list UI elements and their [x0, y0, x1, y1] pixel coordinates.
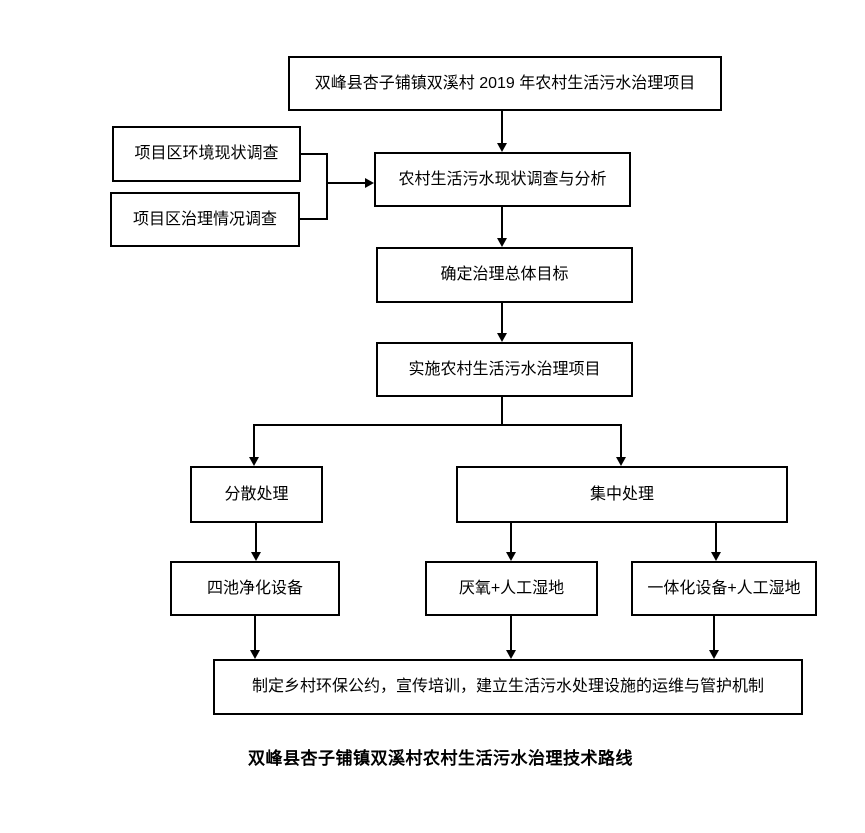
arrowhead-anaerobic-to-mechanism: [506, 650, 516, 659]
node-implement: 实施农村生活污水治理项目: [376, 342, 633, 397]
connector-integrated-to-mechanism-line: [713, 616, 715, 650]
connector-implement-stem-line: [501, 397, 503, 426]
arrowhead-goal-to-implement: [497, 333, 507, 342]
connector-project-to-analysis-line: [501, 111, 503, 143]
connector-env-survey-branch-line: [301, 153, 327, 155]
arrowhead-integrated-to-mechanism: [709, 650, 719, 659]
connector-analysis-to-goal-line: [501, 207, 503, 238]
node-anaerobic-wetland: 厌氧+人工湿地: [425, 561, 598, 616]
arrowhead-centralized-to-integrated: [711, 552, 721, 561]
connector-dispersed-to-fourpond-line: [255, 523, 257, 552]
node-overall-goal: 确定治理总体目标: [376, 247, 633, 303]
arrowhead-split-to-dispersed: [249, 457, 259, 466]
connector-split-to-dispersed-line: [253, 424, 255, 457]
node-four-pond-equipment: 四池净化设备: [170, 561, 340, 616]
connector-survey-bracket-line: [326, 153, 328, 220]
arrowhead-split-to-centralized: [616, 457, 626, 466]
connector-centralized-to-integrated-line: [715, 523, 717, 552]
node-dispersed-treatment: 分散处理: [190, 466, 323, 523]
connector-split-horizontal-line: [253, 424, 622, 426]
connector-split-to-centralized-line: [620, 424, 622, 457]
connector-bracket-to-analysis-line: [327, 182, 365, 184]
arrowhead-bracket-to-analysis: [365, 178, 374, 188]
arrowhead-dispersed-to-fourpond: [251, 552, 261, 561]
node-treatment-survey: 项目区治理情况调查: [110, 192, 300, 247]
node-status-analysis: 农村生活污水现状调查与分析: [374, 152, 631, 207]
connector-fourpond-to-mechanism-line: [254, 616, 256, 650]
node-maintenance-mechanism: 制定乡村环保公约，宣传培训，建立生活污水处理设施的运维与管护机制: [213, 659, 803, 715]
node-centralized-treatment: 集中处理: [456, 466, 788, 523]
node-integrated-wetland: 一体化设备+人工湿地: [631, 561, 817, 616]
connector-centralized-to-anaerobic-line: [510, 523, 512, 552]
connector-goal-to-implement-line: [501, 303, 503, 333]
figure-caption: 双峰县杏子铺镇双溪村农村生活污水治理技术路线: [248, 749, 633, 768]
arrowhead-fourpond-to-mechanism: [250, 650, 260, 659]
node-project-title: 双峰县杏子铺镇双溪村 2019 年农村生活污水治理项目: [288, 56, 722, 111]
arrowhead-centralized-to-anaerobic: [506, 552, 516, 561]
connector-treatment-survey-branch-line: [300, 218, 327, 220]
node-env-survey: 项目区环境现状调查: [112, 126, 301, 182]
arrowhead-analysis-to-goal: [497, 238, 507, 247]
arrowhead-project-to-analysis: [497, 143, 507, 152]
connector-anaerobic-to-mechanism-line: [510, 616, 512, 650]
